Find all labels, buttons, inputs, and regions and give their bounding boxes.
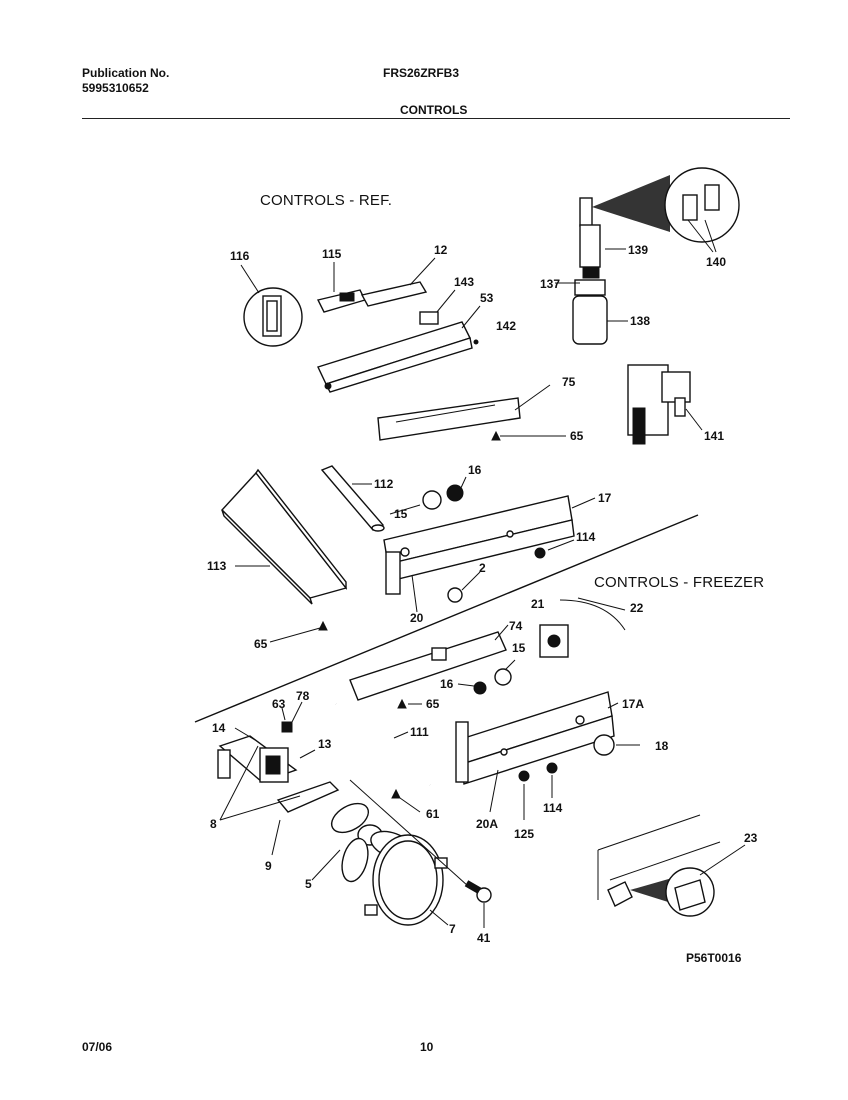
callout-16-b: 16: [440, 677, 454, 691]
part-139-137-138: [572, 197, 608, 345]
callout-13: 13: [318, 737, 332, 751]
callout-61: 61: [426, 807, 440, 821]
callout-8: 8: [210, 817, 217, 831]
section-title: CONTROLS: [400, 103, 468, 117]
figure-code: P56T0016: [686, 951, 742, 965]
part-41-screw: [464, 880, 492, 903]
part-112-tube: [320, 465, 385, 532]
callout-143: 143: [454, 275, 474, 289]
callout-65-a: 65: [570, 429, 584, 443]
part-141-valve: [627, 364, 691, 445]
publication-number: 5995310652: [82, 81, 149, 95]
part-14-bracket: [217, 735, 298, 783]
callout-63: 63: [272, 697, 286, 711]
callout-141: 141: [704, 429, 724, 443]
callout-20: 20: [410, 611, 424, 625]
part-74-plate: [349, 631, 507, 701]
callout-140: 140: [706, 255, 726, 269]
callout-22: 22: [630, 601, 644, 615]
part-111-harness: [335, 702, 432, 786]
callout-7: 7: [449, 922, 456, 936]
section-divider: [194, 514, 699, 723]
part-21-thermostat: [539, 624, 569, 658]
part-75-plate: [377, 397, 521, 441]
callout-113: 113: [207, 559, 227, 573]
callout-9: 9: [265, 859, 272, 873]
part-7-shroud: [364, 834, 448, 926]
part-23-inset: [597, 814, 721, 917]
callout-112: 112: [374, 477, 394, 491]
callout-125: 125: [514, 827, 534, 841]
callout-2: 2: [479, 561, 486, 575]
header-rule: [82, 118, 790, 119]
callout-12: 12: [434, 243, 448, 257]
callout-21: 21: [531, 597, 545, 611]
model-number: FRS26ZRFB3: [383, 66, 460, 80]
callout-138: 138: [630, 314, 650, 328]
callout-78: 78: [296, 689, 310, 703]
publication-label: Publication No.: [82, 66, 170, 80]
callout-53: 53: [480, 291, 494, 305]
part-53-bracket: [317, 311, 473, 393]
callout-15-a: 15: [394, 507, 408, 521]
part-18-knob: [593, 734, 615, 756]
callout-75: 75: [562, 375, 576, 389]
callout-137: 137: [540, 277, 560, 291]
callout-65-b: 65: [254, 637, 268, 651]
part-115-12: [316, 281, 428, 313]
callout-74: 74: [509, 619, 523, 633]
part-17-housing: [383, 495, 575, 595]
callout-114-b: 114: [543, 801, 563, 815]
callout-115: 115: [322, 247, 342, 261]
callout-23: 23: [744, 831, 758, 845]
title-controls-freezer: CONTROLS - FREEZER: [594, 574, 765, 591]
callout-20a: 20A: [476, 817, 498, 831]
callout-41: 41: [477, 931, 491, 945]
part-116-inset: [243, 287, 303, 347]
callout-65-c: 65: [426, 697, 440, 711]
callout-116: 116: [230, 249, 250, 263]
callout-15-b: 15: [512, 641, 526, 655]
callout-114-a: 114: [576, 530, 596, 544]
callout-14: 14: [212, 721, 226, 735]
callout-17: 17: [598, 491, 612, 505]
footer-page-number: 10: [420, 1040, 434, 1054]
callout-139: 139: [628, 243, 648, 257]
part-113-shelf: [221, 468, 348, 605]
footer-date: 07/06: [82, 1040, 113, 1054]
callout-111: 111: [410, 725, 429, 739]
callout-5: 5: [305, 877, 312, 891]
callout-18: 18: [655, 739, 669, 753]
callout-16-a: 16: [468, 463, 482, 477]
callout-142: 142: [496, 319, 516, 333]
title-controls-ref: CONTROLS - REF.: [260, 192, 393, 209]
part-140-inset: [664, 167, 740, 243]
callout-17a: 17A: [622, 697, 644, 711]
part-17a-housing: [455, 691, 615, 785]
